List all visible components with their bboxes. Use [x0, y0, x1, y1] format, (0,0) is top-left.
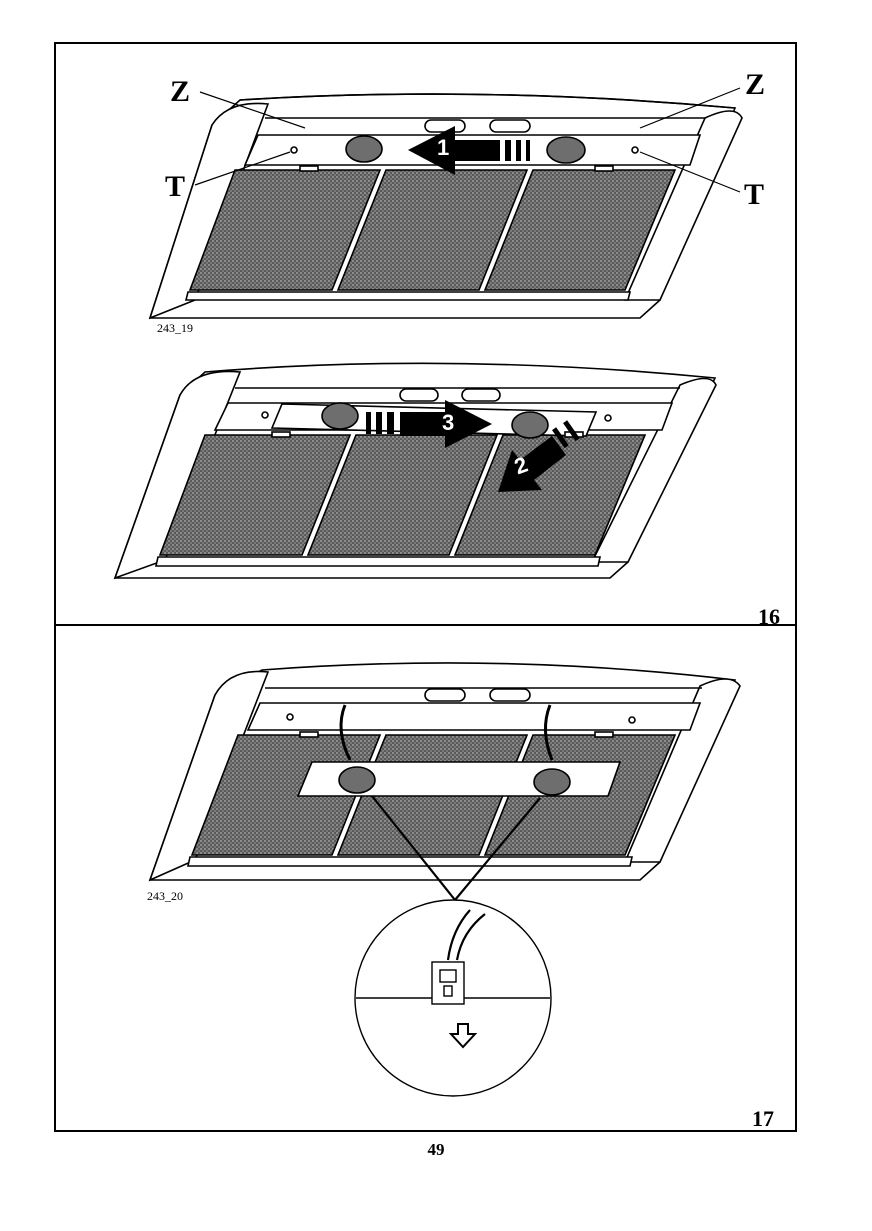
image-code-243-20: 243_20: [147, 889, 183, 904]
arrow-3-label: 3: [442, 412, 454, 434]
page-number: 49: [0, 1140, 872, 1160]
arrow-1-label: 1: [437, 137, 449, 159]
callout-z-right: Z: [745, 70, 765, 100]
figure-number-17: 17: [752, 1106, 774, 1132]
image-code-243-19: 243_19: [157, 321, 193, 336]
connector-detail: [355, 900, 551, 1096]
callout-z-left: Z: [170, 77, 190, 107]
figure-number-16: 16: [758, 604, 780, 630]
callout-t-left: T: [165, 172, 185, 202]
callout-t-right: T: [744, 180, 764, 210]
hood-diagram-3: [150, 663, 740, 900]
hood-diagram-1: [150, 88, 742, 318]
hood-diagram-2: [115, 363, 716, 578]
